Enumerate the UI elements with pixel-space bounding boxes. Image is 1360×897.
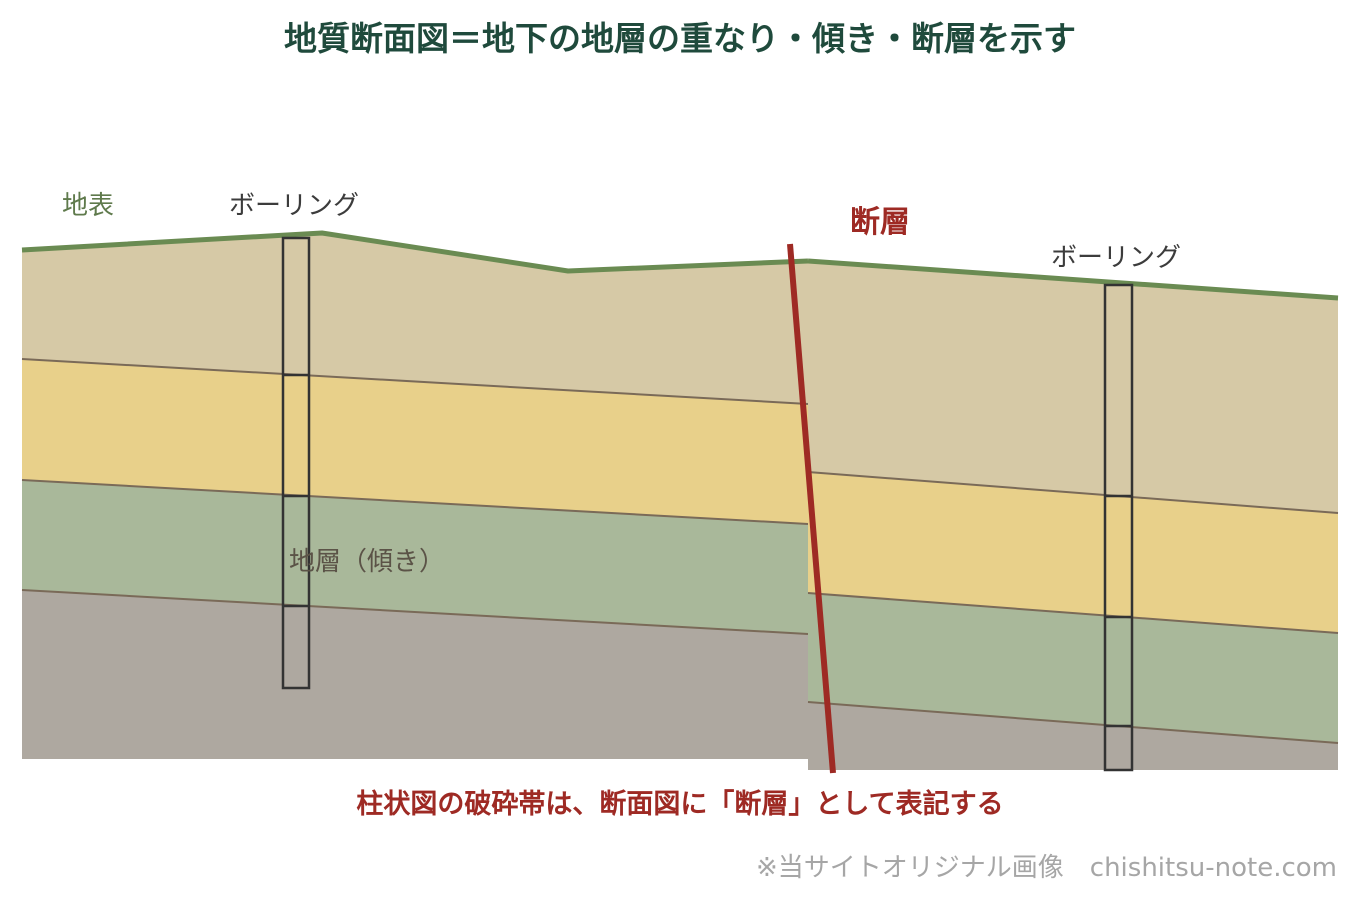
layer-tilt-label: 地層（傾き）: [289, 547, 445, 577]
boring-label-left: ボーリング: [229, 191, 359, 221]
layer-yellow-right: [808, 472, 1338, 633]
image-credit: ※当サイトオリジナル画像 chishitsu-note.com: [756, 853, 1337, 883]
fault-line: [787, 243, 836, 774]
borehole-column: [1103, 283, 1134, 772]
diagram-title: 地質断面図＝地下の地層の重なり・傾き・断層を示す: [284, 19, 1076, 58]
layer-yellow-left: [22, 359, 808, 524]
boundary-line: [807, 471, 1339, 514]
borehole-left: [281, 236, 311, 690]
layer-gray-left: [22, 590, 808, 759]
boundary-line: [21, 589, 809, 635]
fault-caption: 柱状図の破砕帯は、断面図に「断層」として表記する: [356, 788, 1003, 820]
layer-gray-right: [808, 702, 1338, 770]
boundary-line: [21, 358, 809, 405]
left-block: [21, 230, 809, 759]
ground-surface-line-left: [21, 230, 809, 274]
layer-green-left: [22, 480, 808, 634]
layer-top-left: [22, 233, 808, 404]
borehole-right: [1103, 283, 1134, 772]
boring-label-right: ボーリング: [1051, 243, 1181, 273]
boundary-line: [807, 701, 1339, 744]
boundary-line: [807, 592, 1339, 634]
ground-surface-label: 地表: [62, 191, 114, 221]
fault-label: 断層: [850, 205, 910, 240]
borehole-column: [281, 236, 311, 690]
right-block: [807, 258, 1339, 770]
boundary-line: [21, 479, 809, 525]
layer-green-right: [808, 593, 1338, 743]
layer-top-right: [808, 261, 1338, 513]
ground-surface-line-right: [807, 258, 1339, 301]
